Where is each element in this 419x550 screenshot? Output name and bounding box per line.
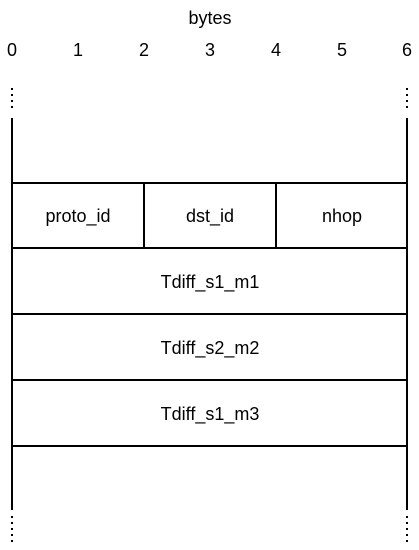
tick-label-1: 1 (73, 40, 83, 60)
field-dst-id: dst_id (186, 206, 234, 227)
byte-tick-labels: 0 1 2 3 4 5 6 (7, 40, 412, 60)
tick-label-6: 6 (402, 40, 412, 60)
field-tdiff-s1-m3: Tdiff_s1_m3 (161, 404, 260, 425)
field-nhop: nhop (322, 206, 362, 226)
tick-label-0: 0 (7, 40, 17, 60)
tick-label-4: 4 (271, 40, 281, 60)
axis-title: bytes (188, 8, 231, 28)
field-proto-id: proto_id (45, 206, 110, 227)
field-tdiff-s1-m1: Tdiff_s1_m1 (161, 272, 260, 293)
id-row: proto_id dst_id nhop (45, 206, 362, 227)
field-tdiff-s2-m2: Tdiff_s2_m2 (161, 338, 260, 359)
tick-label-3: 3 (205, 40, 215, 60)
tick-label-5: 5 (337, 40, 347, 60)
tick-label-2: 2 (139, 40, 149, 60)
